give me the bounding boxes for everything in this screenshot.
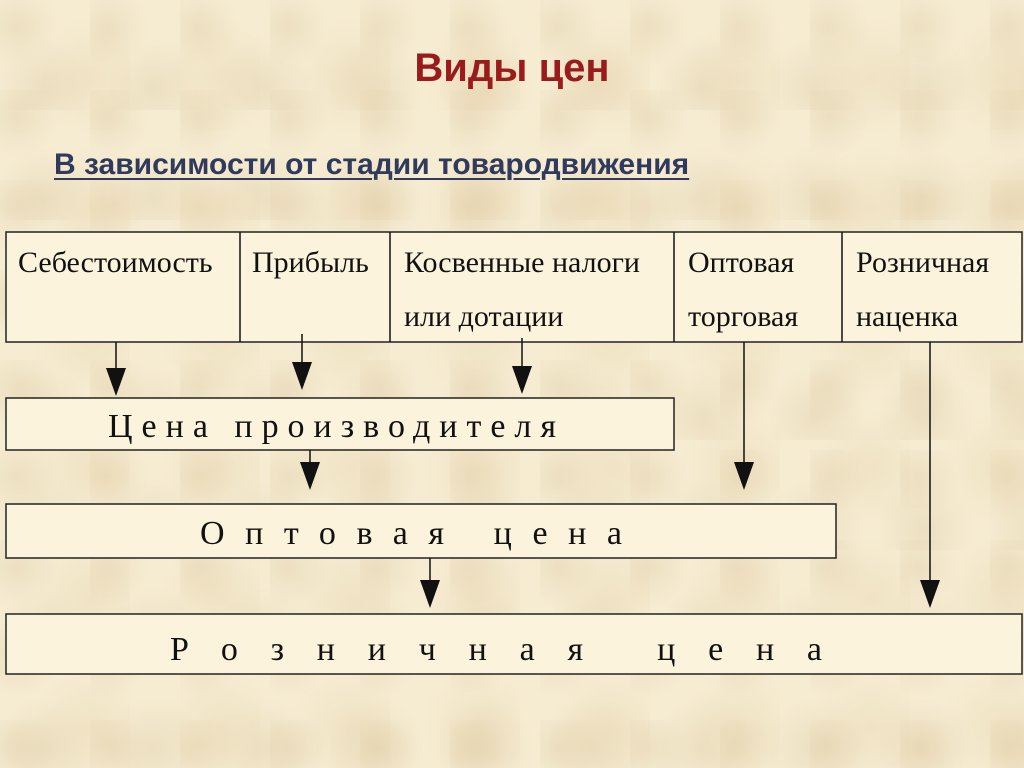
wholesale-price-frame — [5, 503, 837, 559]
component-cost: Себестоимость — [18, 246, 213, 279]
arrow-producer-to-wholesale — [300, 450, 320, 490]
arrow-head — [106, 368, 126, 396]
component-indirect-taxes-line2: или дотации — [404, 300, 563, 333]
component-retail-markup-line2: наценка — [856, 300, 958, 333]
component-wholesale-markup-line1: Оптовая — [688, 246, 795, 279]
arrow-head — [420, 580, 440, 608]
arrow-head — [300, 462, 320, 490]
arrow-profit-to-producer — [292, 334, 312, 390]
arrow-wholesale-markup-to-wholesale — [734, 342, 754, 490]
page-subtitle: В зависимости от стадии товародвижения — [54, 148, 690, 181]
component-retail-markup-line1: Розничная — [856, 246, 989, 279]
components-table-frame — [5, 231, 1023, 343]
components-table: Себестоимость Прибыль Косвенные налоги и… — [5, 231, 1023, 343]
wholesale-price-box: Оптовая цена — [5, 503, 837, 559]
retail-price-frame — [5, 613, 1023, 675]
arrow-head — [920, 580, 940, 608]
producer-price-box: Цена производителя — [5, 397, 675, 451]
arrow-taxes-to-producer — [512, 338, 532, 394]
producer-price-frame — [5, 397, 675, 451]
arrow-head — [292, 362, 312, 390]
arrow-cost-to-producer — [106, 342, 126, 396]
page-title: Виды цен — [414, 46, 610, 90]
arrow-head — [512, 366, 532, 394]
component-indirect-taxes-line1: Косвенные налоги — [404, 246, 640, 279]
arrow-retail-markup-to-retail — [920, 342, 940, 608]
retail-price-box: Розничная цена — [5, 613, 1023, 675]
component-wholesale-markup-line2: торговая — [688, 300, 798, 333]
arrow-wholesale-to-retail — [420, 558, 440, 608]
component-profit: Прибыль — [252, 246, 369, 279]
arrow-head — [734, 462, 754, 490]
